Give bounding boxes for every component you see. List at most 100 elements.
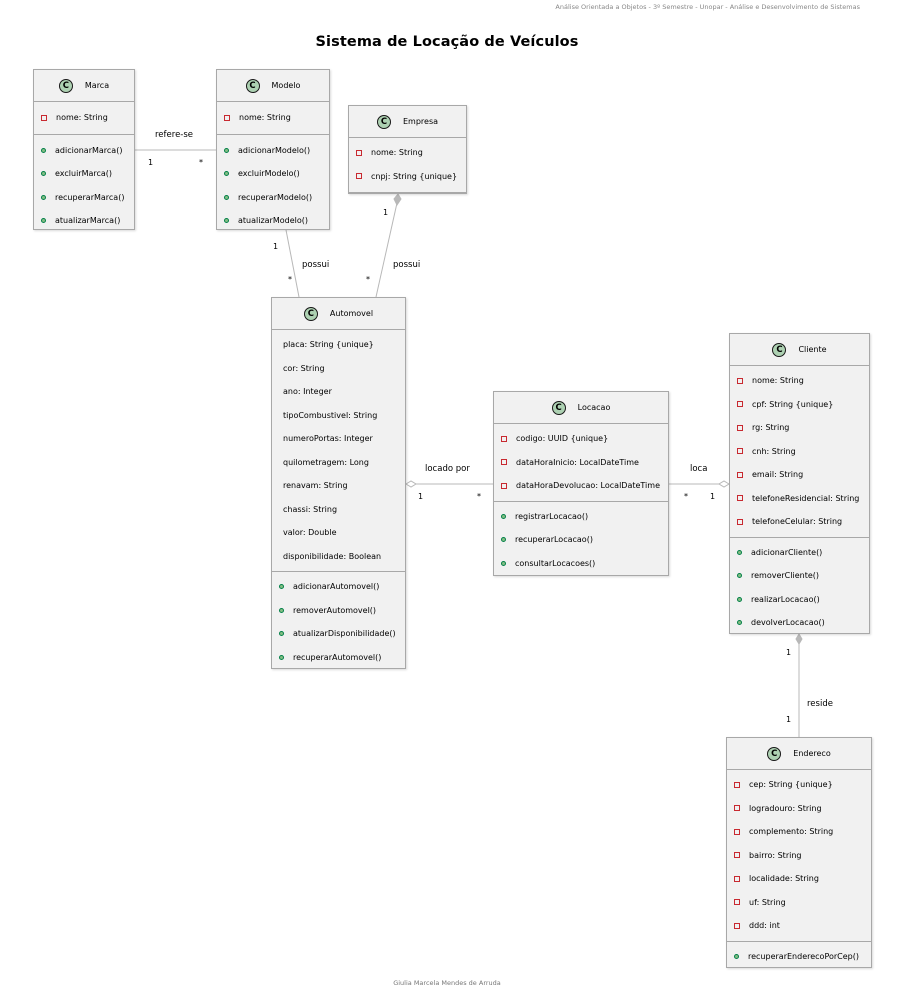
mult-marca: 1 [148,158,154,167]
mult-modelo-side: 1 [273,242,279,251]
private-field-icon [734,922,740,929]
method-text: recuperarEnderecoPorCep() [748,951,859,961]
method-adicionarmodelo: adicionarModelo() [224,139,329,163]
aggregation-diamond-automovel [405,480,417,488]
private-field-icon [734,875,740,882]
method-text: atualizarModelo() [238,216,309,226]
public-method-icon [279,631,284,637]
attribute-text: dataHoraInicio: LocalDateTime [516,457,639,467]
attribute-text: placa: String {unique} [283,340,374,350]
method-consultarlocacoes: consultarLocacoes() [501,552,668,576]
attribute-nome: nome: String [737,369,869,393]
assoc-label-refere-se: refere-se [155,130,194,140]
attribute-text: telefoneCelular: String [752,517,843,527]
assoc-label-loca: loca [690,464,708,474]
attribute-text: cor: String [283,363,325,373]
method-excluirmarca: excluirMarca() [41,162,134,186]
attribute-tipocombustivel: tipoCombustivel: String [283,404,405,428]
private-field-icon [737,448,743,455]
class-attributes: nome: String [34,102,134,135]
attribute-uf: uf: String [734,891,871,915]
attribute-codigo: codigo: UUID {unique} [501,427,668,451]
method-text: removerCliente() [751,571,819,581]
public-method-icon [734,953,739,959]
public-method-icon [737,596,742,602]
class-automovel: C Automovel placa: String {unique} cor: Str… [271,297,406,669]
private-field-icon [737,495,743,502]
mult-automovel-locacao: 1 [418,492,424,501]
method-removerautomovel: removerAutomovel() [279,599,405,623]
class-c-icon: C [376,114,391,129]
class-c-icon: C [245,78,260,93]
attribute-text: dataHoraDevolucao: LocalDateTime [516,481,660,491]
link-modelo-automovel [285,229,300,298]
method-text: adicionarMarca() [55,145,123,155]
attribute-ddd: ddd: int [734,914,871,938]
method-recuperarautomovel: recuperarAutomovel() [279,646,405,670]
attribute-text: cep: String {unique} [749,780,833,790]
attribute-text: disponibilidade: Boolean [283,551,382,561]
aggregation-diamond-cliente [718,480,730,488]
class-methods: adicionarCliente() removerCliente() realiz… [730,538,869,638]
attribute-renavam: renavam: String [283,474,405,498]
private-field-icon [734,899,740,906]
attribute-placa: placa: String {unique} [283,333,405,357]
composition-diamond-cliente [795,633,803,645]
class-name: Automovel [329,309,374,318]
attribute-bairro: bairro: String [734,844,871,868]
method-registrarlocacao: registrarLocacao() [501,505,668,529]
class-attributes: nome: String cpf: String {unique} rg: Stri… [730,366,869,538]
attribute-datahorainicio: dataHoraInicio: LocalDateTime [501,451,668,475]
mult-endereco-cliente: 1 [786,715,792,724]
attribute-text: chassi: String [283,504,338,514]
attribute-rg: rg: String [737,416,869,440]
attribute-text: nome: String [56,113,108,123]
public-method-icon [41,171,46,177]
method-adicionarautomovel: adicionarAutomovel() [279,575,405,599]
method-text: excluirMarca() [55,169,113,179]
method-text: adicionarCliente() [751,547,823,557]
method-devolverlocacao: devolverLocacao() [737,611,869,635]
assoc-label-reside: reside [807,699,833,709]
public-method-icon [224,218,229,224]
method-text: atualizarMarca() [55,216,121,226]
class-c-icon: C [303,306,318,321]
attribute-telefoneresidencial: telefoneResidencial: String [737,487,869,511]
private-field-icon [734,828,740,835]
class-name: Cliente [798,345,827,354]
attribute-nome: nome: String [224,106,329,130]
public-method-icon [279,607,284,613]
attribute-text: nome: String [371,148,423,158]
assoc-label-locado-por: locado por [425,464,470,474]
attribute-text: email: String [752,470,804,480]
mult-cliente-endereco: 1 [786,648,792,657]
private-field-icon [737,471,743,478]
attribute-cnpj: cnpj: String {unique} [356,165,466,189]
method-recuperarenderecoporcep: recuperarEnderecoPorCep() [734,945,871,969]
method-text: devolverLocacao() [751,618,825,628]
method-realizarlocacao: realizarLocacao() [737,588,869,612]
public-method-icon [279,654,284,660]
attribute-nome: nome: String [356,141,466,165]
class-methods: recuperarEnderecoPorCep() [727,942,871,972]
attribute-email: email: String [737,463,869,487]
attribute-text: codigo: UUID {unique} [516,434,609,444]
attribute-cnh: cnh: String [737,440,869,464]
mult-automovel-modelo-side: * [288,275,292,284]
mult-empresa: 1 [383,208,389,217]
attribute-text: cpf: String {unique} [752,399,834,409]
private-field-icon [737,377,743,384]
class-methods: adicionarModelo()excluirModelo()recupera… [217,135,329,237]
private-field-icon [356,173,362,180]
private-field-icon [737,401,743,408]
public-method-icon [41,147,46,153]
attribute-complemento: complemento: String [734,820,871,844]
